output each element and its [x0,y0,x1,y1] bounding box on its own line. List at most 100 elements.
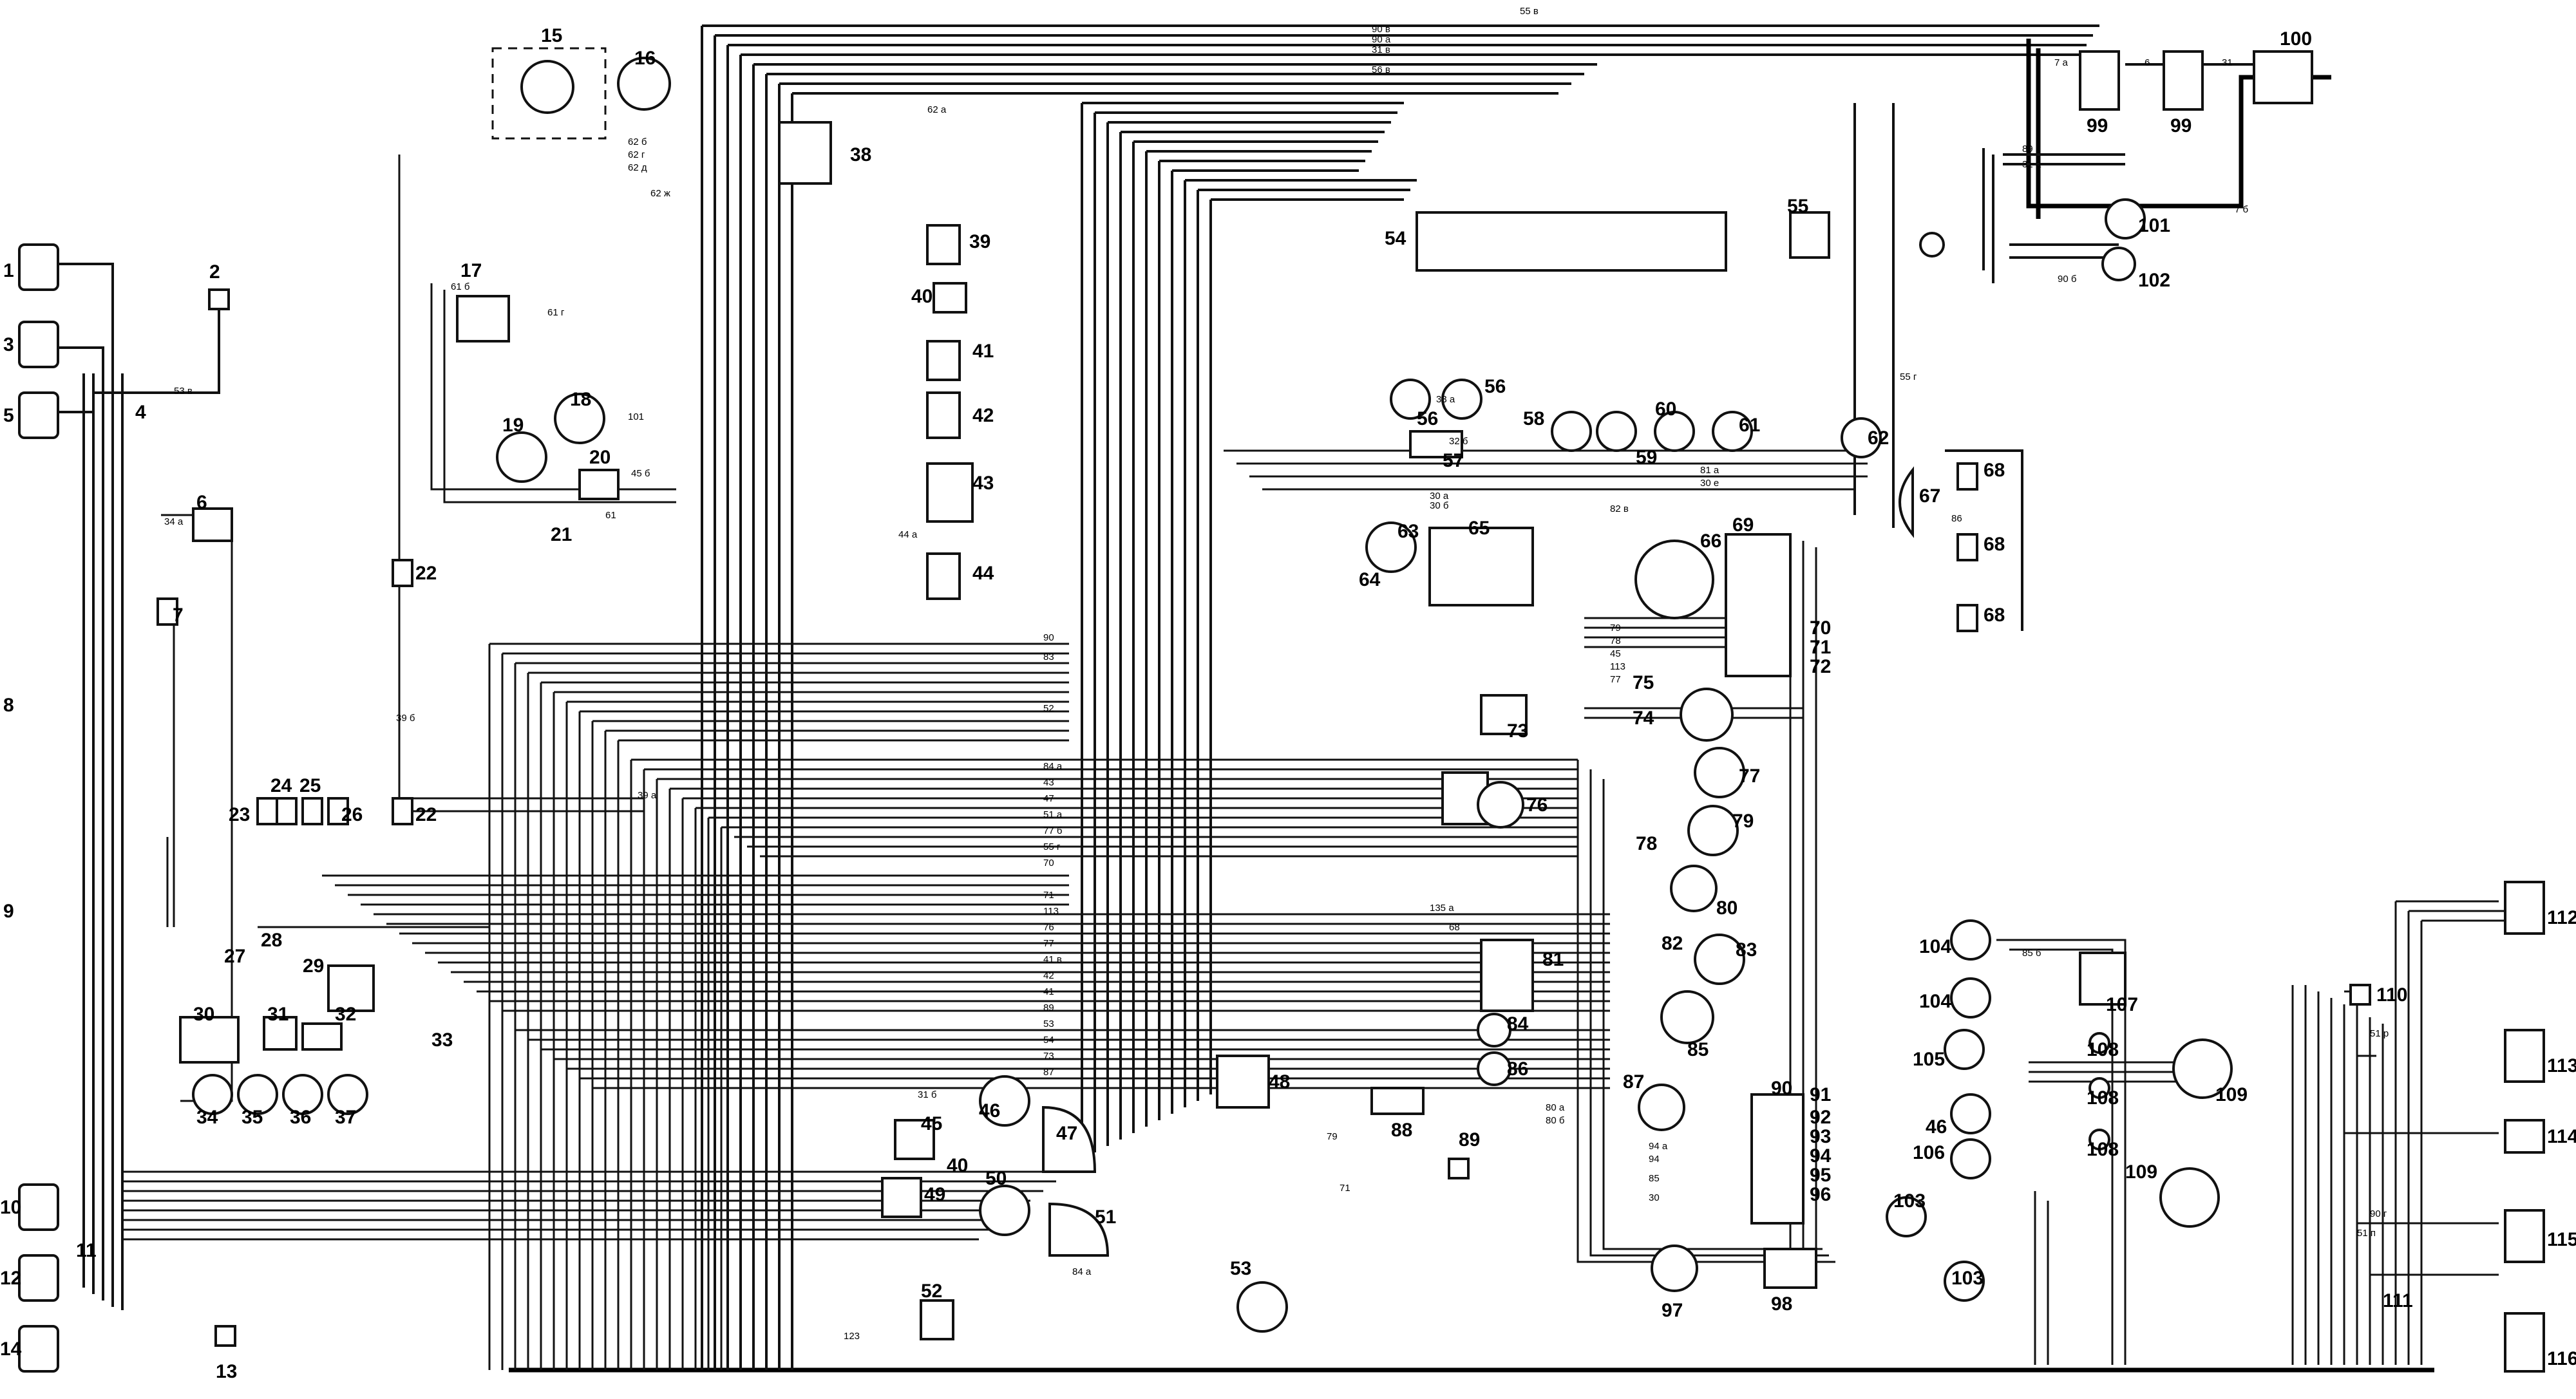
component-number: 101 [2138,215,2170,236]
component-number: 99 [2170,115,2192,136]
component-number: 112 [2547,907,2576,928]
component-number: 17 [460,260,482,281]
component-number: 26 [341,804,363,825]
component-number: 63 [1397,521,1419,542]
component-number: 65 [1468,518,1490,539]
component-number: 28 [261,930,282,951]
component-number: 22 [415,563,437,584]
wire-label: 31 в [1372,44,1390,55]
wire-label: 39 б [396,713,415,724]
wire-label: 77 б [1043,825,1062,836]
component-number: 82 [1662,933,1683,954]
component-number: 51 [1095,1207,1116,1228]
component-number: 54 [1385,228,1406,249]
wire-label: 70 [1043,858,1054,869]
component-number: 109 [2125,1161,2157,1183]
wire-label: 32 б [1449,436,1468,447]
component-number: 57 [1443,450,1464,471]
component-number: 96 [1810,1184,1831,1205]
component-number: 46 [979,1100,1000,1122]
wire-label: 135 а [1430,903,1454,914]
wire-label: 81 а [1700,465,1719,476]
wire-label: 87 [1043,1067,1054,1078]
wire-label: 51 р [2370,1028,2389,1039]
wire-label: 30 а [1430,491,1449,502]
component-number: 66 [1700,530,1721,552]
component-number: 53 [1230,1258,1251,1279]
component-number: 73 [1507,720,1528,742]
component-number: 2 [209,261,220,283]
wire-label: 101 [628,411,644,422]
component-number: 3 [3,334,14,355]
component-number: 86 [1507,1058,1528,1080]
component-number: 90 [1771,1078,1792,1099]
component-number: 88 [1391,1120,1412,1141]
component-number: 106 [1913,1142,1945,1163]
wire-label: 73 [1043,1051,1054,1062]
wire-label: 113 [1043,906,1059,917]
component-number: 83 [1736,939,1757,961]
component-number: 91 [1810,1084,1831,1105]
component-number: 84 [1507,1013,1529,1035]
component-number: 108 [2087,1087,2119,1109]
component-number: 116 [2547,1348,2576,1369]
component-number: 92 [1810,1107,1831,1128]
wire-label: 45 [1610,648,1621,659]
component-number: 109 [2215,1084,2248,1105]
wire-label: 113 [1610,661,1625,672]
wire-label: 78 [1610,635,1621,646]
wire-label: 30 [1649,1192,1660,1203]
component-number: 103 [1893,1190,1926,1212]
component-number: 16 [634,48,656,69]
component-number: 75 [1633,672,1654,693]
component-number: 100 [2280,28,2312,50]
component-number: 81 [1542,949,1564,970]
wire-label: 39 а [638,790,657,801]
wire-label: 80 а [1546,1102,1565,1113]
wire-label: 83 [1043,652,1054,662]
wire-label: 53 в [174,386,193,397]
wire-label: 51 п [2357,1228,2376,1239]
wire-label: 6 [2145,57,2150,68]
wire-label: 41 в [1043,954,1062,965]
component-number: 104 [1919,936,1951,957]
component-number: 111 [2383,1290,2413,1311]
wire-label: 86 [1951,513,1962,524]
component-number: 20 [589,447,611,468]
wire-labels: 53 в 62 а 62 б 62 г 62 д 62 ж 61 б 61 г … [164,6,2389,1342]
component-number: 41 [972,341,994,362]
component-number: 15 [541,25,562,46]
component-number: 85 [1687,1039,1709,1060]
component-number: 14 [0,1338,22,1360]
component-number: 23 [229,804,250,825]
component-number: 27 [224,946,245,967]
component-number: 94 [1810,1145,1832,1167]
component-number: 103 [1951,1268,1984,1289]
component-number: 39 [969,231,990,252]
wire-label: 33 а [1436,394,1455,405]
wire-label: 34 а [164,516,184,527]
wire-label: 94 а [1649,1141,1668,1152]
component-number: 10 [0,1197,21,1218]
component-number: 47 [1056,1123,1077,1144]
component-number: 89 [1459,1129,1480,1150]
component-number: 1 [3,260,14,281]
wire-label: 82 в [1610,503,1629,514]
component-number: 12 [0,1268,21,1289]
component-number: 74 [1633,708,1654,729]
component-number: 97 [1662,1300,1683,1321]
component-number: 78 [1636,833,1657,854]
wire-label: 79 [1610,623,1621,634]
wire-label: 90 [1043,632,1054,643]
wire-label: 31 б [918,1089,936,1100]
component-number: 35 [242,1107,263,1128]
wire-label: 61 г [547,307,565,318]
component-number: 43 [972,473,994,494]
wire-label: 79 [1327,1131,1338,1142]
component-number: 31 [267,1004,289,1025]
component-number: 45 [921,1113,942,1134]
wire-label: 85 б [2022,948,2041,959]
component-number: 79 [1732,811,1754,832]
component-number: 105 [1913,1049,1945,1070]
component-number: 56 [1484,376,1506,397]
